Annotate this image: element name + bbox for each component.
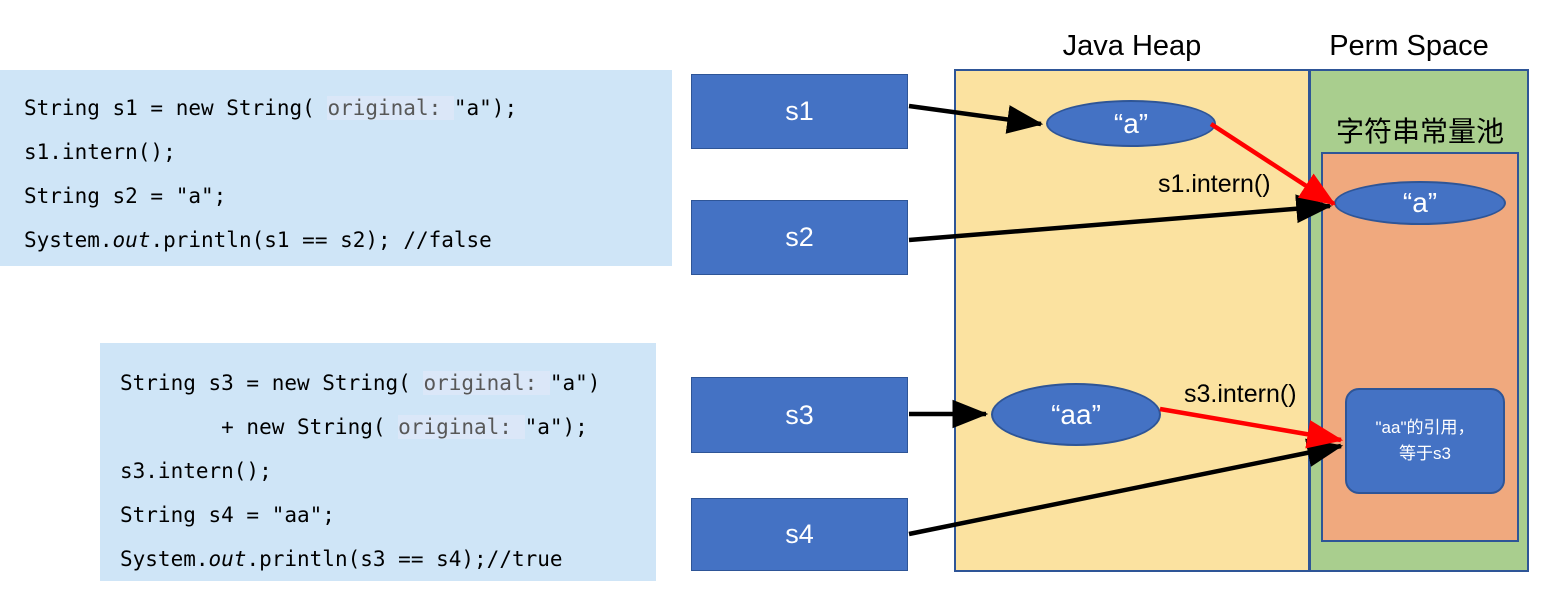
arrow-label-s1-intern: s1.intern() [1158,170,1271,198]
pool-reference-line2: 等于s3 [1399,444,1451,463]
pool-reference-line1: "aa"的引用， [1375,418,1475,437]
heap-object-a: “a” [1046,100,1216,147]
code-line: System.out.println(s3 == s4);//true [120,547,563,571]
perm-space-title: Perm Space [1329,30,1489,62]
pool-object-a: “a” [1334,181,1506,225]
reference-box-s2: s2 [691,200,908,275]
heap-object-aa: “aa” [991,383,1161,446]
code-line: String s3 = new String( original: "a") [120,371,601,395]
code-line: String s2 = "a"; [24,184,227,208]
reference-box-s4: s4 [691,498,908,571]
pool-reference-aa: "aa"的引用， 等于s3 [1345,388,1505,494]
code-block-intern-true: String s3 = new String( original: "a") +… [100,343,656,581]
java-heap-title: Java Heap [1062,30,1202,62]
code-line: + new String( original: "a"); [120,415,588,439]
arrow-label-s3-intern: s3.intern() [1184,380,1297,408]
code-line: s1.intern(); [24,140,176,164]
code-line: System.out.println(s1 == s2); //false [24,228,492,252]
code-line: String s4 = "aa"; [120,503,335,527]
reference-box-s3: s3 [691,377,908,453]
code-line: s3.intern(); [120,459,272,483]
code-line: String s1 = new String( original: "a"); [24,96,518,120]
string-constant-pool-label: 字符串常量池 [1335,116,1504,147]
reference-box-s1: s1 [691,74,908,149]
code-block-intern-false: String s1 = new String( original: "a"); s… [0,70,672,266]
